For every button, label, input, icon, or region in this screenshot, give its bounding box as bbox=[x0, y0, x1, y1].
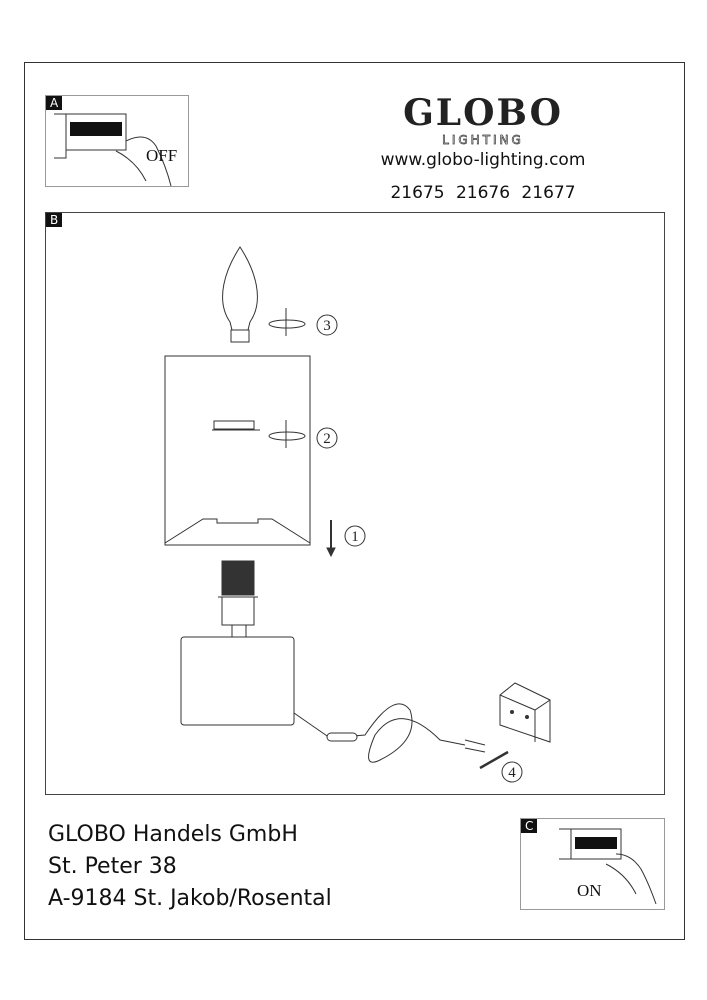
bulb-icon bbox=[222, 246, 258, 331]
breaker-on-icon bbox=[559, 828, 657, 905]
panel-a: A OFF bbox=[45, 95, 189, 187]
plug-arrow-icon bbox=[479, 750, 509, 770]
lighting-logo: LIGHTING bbox=[442, 133, 524, 148]
wall-outlet bbox=[499, 682, 551, 743]
panel-c: C ON bbox=[520, 818, 665, 910]
panel-b: B bbox=[45, 212, 665, 795]
panel-b-tag: B bbox=[46, 213, 63, 227]
step-1: 1 bbox=[351, 529, 359, 545]
panel-c-tag: C bbox=[521, 819, 538, 833]
off-label: OFF bbox=[146, 146, 178, 165]
on-label: ON bbox=[577, 881, 602, 900]
address-company: GLOBO Handels GmbH bbox=[48, 822, 298, 847]
lampshade bbox=[164, 355, 311, 546]
step-3: 3 bbox=[323, 318, 331, 334]
step-4: 4 bbox=[508, 765, 516, 781]
address-city: A-9184 St. Jakob/Rosental bbox=[48, 886, 332, 911]
socket bbox=[221, 560, 255, 596]
page-border bbox=[24, 62, 685, 940]
globo-logo: GLOBO bbox=[403, 92, 563, 134]
rotate-arrow-icon bbox=[268, 308, 306, 336]
panel-a-tag: A bbox=[46, 96, 63, 110]
website-url: www.globo-lighting.com bbox=[380, 150, 586, 170]
breaker-off-icon bbox=[54, 113, 172, 186]
rotate-arrow-icon bbox=[268, 420, 306, 448]
address-street: St. Peter 38 bbox=[48, 854, 177, 879]
item-numbers: 21675 21676 21677 bbox=[390, 183, 576, 203]
step-2: 2 bbox=[323, 431, 331, 447]
lamp-base bbox=[180, 636, 295, 726]
